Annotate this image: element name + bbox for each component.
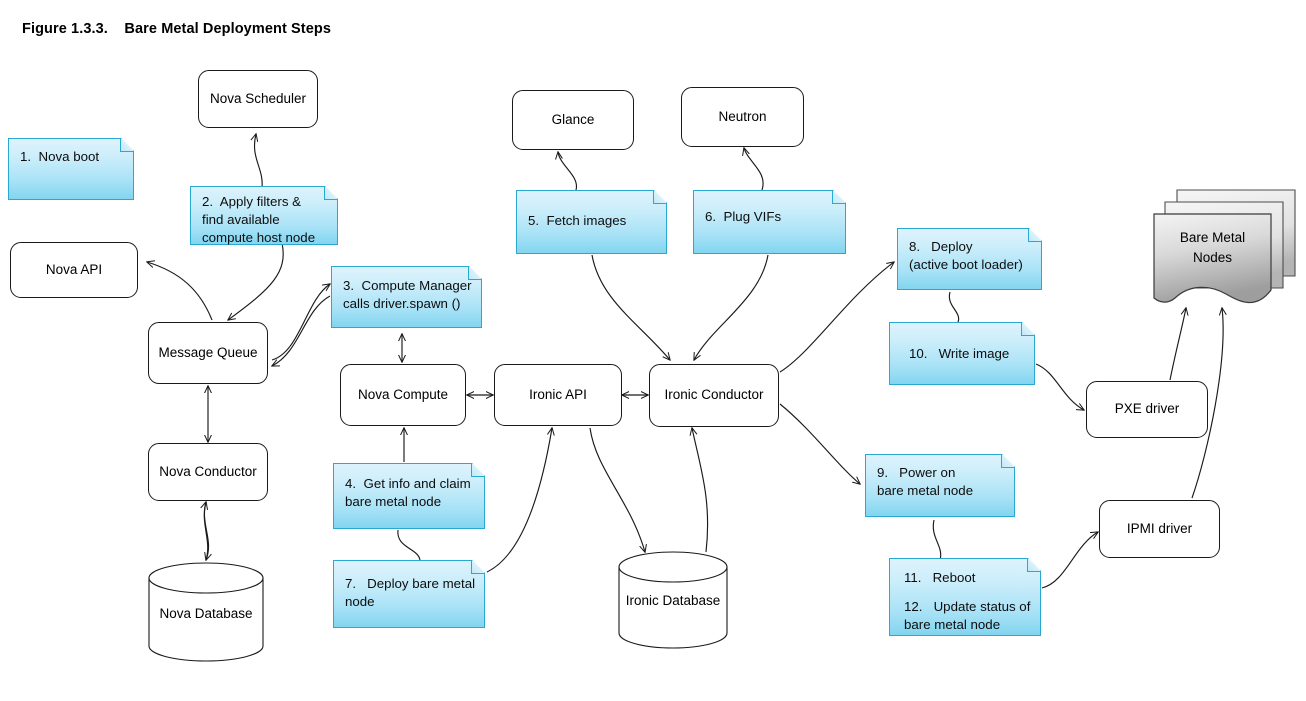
- node-ironic-api[interactable]: Ironic API: [494, 364, 622, 426]
- step-line: 4. Get info and claim: [345, 476, 471, 491]
- step-line: bare metal node: [904, 617, 1001, 633]
- step-3-note[interactable]: 3. Compute Manager calls driver.spawn (): [331, 266, 482, 328]
- node-label: Nova API: [45, 261, 103, 277]
- step-line: 1. Nova boot: [20, 149, 100, 164]
- step-line: bare metal node: [345, 494, 442, 510]
- node-label: Nova Scheduler: [209, 90, 307, 106]
- step-6-note[interactable]: 6. Plug VIFs: [693, 190, 846, 254]
- node-nova-database[interactable]: Nova Database: [148, 562, 264, 662]
- step-5-note[interactable]: 5. Fetch images: [516, 190, 667, 254]
- step-line: 12. Update status of: [904, 599, 1031, 615]
- node-nova-scheduler[interactable]: Nova Scheduler: [198, 70, 318, 128]
- node-label: Ironic API: [529, 386, 587, 402]
- node-label: Message Queue: [158, 344, 258, 360]
- node-label: Glance: [551, 111, 595, 127]
- step-line: bare metal node: [877, 483, 974, 499]
- step-4-note[interactable]: 4. Get info and claim bare metal node: [333, 463, 485, 529]
- step-line: 7. Deploy bare metal: [345, 576, 476, 591]
- step-line: 5. Fetch images: [528, 213, 627, 228]
- node-label: PXE driver: [1114, 401, 1180, 417]
- node-label: Nova Compute: [357, 386, 449, 402]
- node-label: Bare Metal Nodes: [1154, 228, 1271, 267]
- node-label: Neutron: [718, 108, 767, 124]
- node-label-line2: Nodes: [1192, 249, 1233, 265]
- step-2-note[interactable]: 2. Apply filters & find available comput…: [190, 186, 338, 245]
- node-neutron[interactable]: Neutron: [681, 87, 804, 147]
- step-8-note[interactable]: 8. Deploy (active boot loader): [897, 228, 1042, 290]
- node-glance[interactable]: Glance: [512, 90, 634, 150]
- node-nova-compute[interactable]: Nova Compute: [340, 364, 466, 426]
- node-nova-api[interactable]: Nova API: [10, 242, 138, 298]
- node-label: Ironic Conductor: [664, 387, 764, 403]
- node-ipmi-driver[interactable]: IPMI driver: [1099, 500, 1220, 558]
- step-7-note[interactable]: 7. Deploy bare metal node: [333, 560, 485, 628]
- step-10-note[interactable]: 10. Write image: [889, 322, 1035, 385]
- node-label-line1: Bare Metal: [1179, 230, 1246, 245]
- node-message-queue[interactable]: Message Queue: [148, 322, 268, 384]
- step-9-note[interactable]: 9. Power on bare metal node: [865, 454, 1015, 517]
- page-title: Figure 1.3.3. Bare Metal Deployment Step…: [22, 21, 331, 37]
- step-spacer: [904, 587, 1030, 598]
- step-line: 8. Deploy: [909, 239, 973, 254]
- node-ironic-database[interactable]: Ironic Database: [618, 551, 728, 649]
- node-ironic-conductor[interactable]: Ironic Conductor: [649, 364, 779, 427]
- step-line: find available: [202, 212, 280, 228]
- node-label: IPMI driver: [1126, 520, 1193, 536]
- node-label: Ironic Database: [625, 593, 721, 608]
- node-label: Nova Database: [159, 606, 253, 621]
- step-11-12-note[interactable]: 11. Reboot 12. Update status of bare met…: [889, 558, 1041, 636]
- step-line: 10. Write image: [909, 346, 1010, 361]
- step-line: 2. Apply filters &: [202, 194, 302, 209]
- node-pxe-driver[interactable]: PXE driver: [1086, 381, 1208, 438]
- step-line: node: [345, 594, 375, 610]
- step-1-note[interactable]: 1. Nova boot: [8, 138, 134, 200]
- step-line: (active boot loader): [909, 257, 1023, 273]
- node-label: Nova Conductor: [159, 463, 257, 479]
- step-line: 11. Reboot: [904, 570, 976, 585]
- node-nova-conductor[interactable]: Nova Conductor: [148, 443, 268, 501]
- step-line: 3. Compute Manager: [343, 278, 472, 293]
- step-line: calls driver.spawn (): [343, 296, 461, 312]
- step-line: 6. Plug VIFs: [705, 209, 782, 224]
- node-bare-metal-nodes[interactable]: Bare Metal Nodes: [1152, 188, 1297, 310]
- step-line: 9. Power on: [877, 465, 956, 480]
- step-line: compute host node: [202, 230, 316, 246]
